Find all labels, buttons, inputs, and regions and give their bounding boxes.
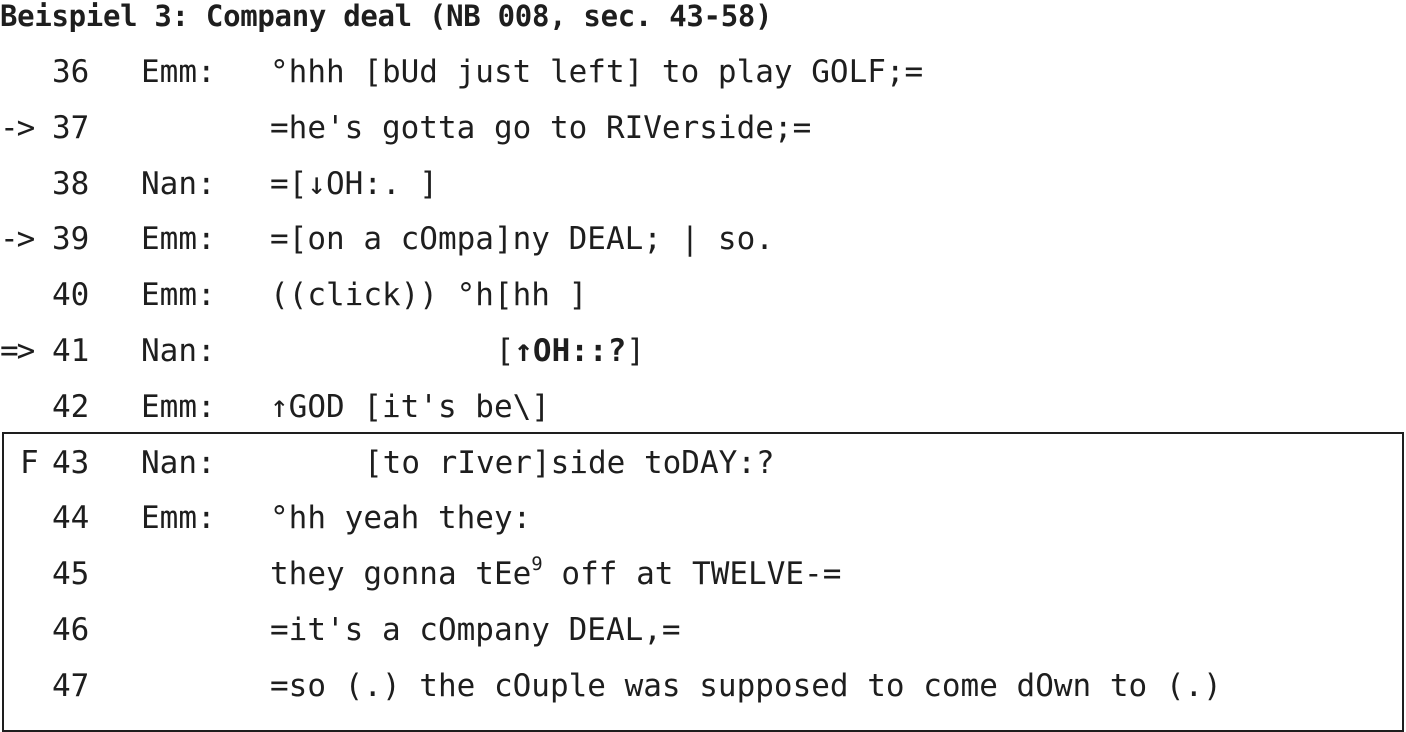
speaker-label: Emm: — [141, 500, 216, 537]
line-number: 44 — [52, 500, 90, 537]
line-number: 46 — [52, 612, 90, 648]
line-number: 40 — [52, 277, 90, 314]
focus-marker: F — [20, 444, 39, 481]
utterance-segment: °hh yeah they: — [270, 500, 532, 537]
speaker-label: Emm: — [141, 388, 216, 425]
utterance-text: =[↓OH:. ] — [270, 156, 438, 212]
utterance-text: =it's a cOmpany DEAL,= — [270, 602, 681, 658]
utterance-segment: [ — [495, 333, 515, 369]
speaker-label: Emm: — [141, 277, 216, 314]
utterance-segment: ] — [626, 333, 645, 369]
line-number: 42 — [52, 388, 90, 425]
line-number: 45 — [52, 556, 90, 593]
line-number: 36 — [52, 54, 90, 90]
transcript-line: 45 they gonna tEe9 off at TWELVE-= — [0, 546, 1406, 602]
arrow-marker: -> — [0, 221, 35, 258]
transcript-line: => 41 Nan: [↑OH::?] — [0, 323, 1406, 379]
transcript-line: 40 Emm: ((click)) °h[hh ] — [0, 267, 1406, 323]
line-number: 37 — [52, 109, 90, 146]
utterance-segment: =he's gotta go to RIVerside;= — [270, 109, 812, 146]
utterance-text: =so (.) the cOuple was supposed to come … — [270, 658, 1222, 714]
speaker-label: Emm: — [141, 54, 216, 90]
utterance-segment: =[on a cOmpa]ny DEAL; | so. — [270, 221, 774, 258]
transcript-line: -> 37 =he's gotta go to RIVerside;= — [0, 100, 1406, 156]
line-number: 47 — [52, 667, 90, 704]
utterance-segment: ↑OH::? — [514, 333, 627, 369]
transcript-line: 44 Emm: °hh yeah they: — [0, 490, 1406, 546]
utterance-text: °hhh [bUd just left] to play GOLF;= — [270, 44, 923, 100]
utterance-segment: they gonna tEe — [270, 556, 532, 593]
transcript-line: -> 39 Emm: =[on a cOmpa]ny DEAL; | so. — [0, 211, 1406, 267]
arrow-marker: -> — [0, 109, 35, 146]
utterance-text: ((click)) °h[hh ] — [270, 267, 587, 323]
utterance-text: ↑GOD [it's be\] — [270, 379, 550, 435]
utterance-text: =he's gotta go to RIVerside;= — [270, 100, 811, 156]
utterance-segment: °hhh [bUd just left] to play GOLF;= — [270, 54, 924, 90]
speaker-label: Nan: — [141, 333, 216, 369]
transcript-line: 36 Emm: °hhh [bUd just left] to play GOLF;… — [0, 44, 1406, 100]
utterance-segment: =so (.) the cOuple was supposed to come … — [270, 667, 1222, 704]
utterance-text: [to rIver]side toDAY:? — [364, 435, 775, 491]
speaker-label: Emm: — [141, 221, 216, 258]
utterance-segment: [to rIver]side toDAY:? — [364, 444, 775, 481]
line-number: 43 — [52, 444, 90, 481]
line-number: 41 — [52, 333, 90, 369]
line-number: 38 — [52, 165, 90, 202]
utterance-text: =[on a cOmpa]ny DEAL; | so. — [270, 211, 774, 267]
arrow-marker: => — [0, 333, 35, 369]
footnote-ref: 9 — [531, 553, 543, 576]
example-title: Beispiel 3: Company deal (NB 008, sec. 4… — [0, 0, 773, 33]
utterance-text: they gonna tEe9 off at TWELVE-= — [270, 546, 841, 602]
transcript-line: 47 =so (.) the cOuple was supposed to com… — [0, 658, 1406, 714]
line-number: 39 — [52, 221, 90, 258]
transcript-line: 38 Nan: =[↓OH:. ] — [0, 156, 1406, 212]
utterance-segment: off at TWELVE-= — [542, 556, 842, 593]
speaker-label: Nan: — [141, 165, 216, 202]
utterance-segment: ((click)) °h[hh ] — [270, 277, 588, 314]
utterance-segment: ↑GOD [it's be\] — [270, 388, 550, 425]
utterance-segment: =it's a cOmpany DEAL,= — [270, 612, 681, 648]
utterance-text: °hh yeah they: — [270, 490, 531, 546]
speaker-label: Nan: — [141, 444, 216, 481]
utterance-text: [↑OH::?] — [496, 323, 645, 379]
transcript-line: F 43 Nan: [to rIver]side toDAY:? — [0, 435, 1406, 491]
transcript-line: 42 Emm: ↑GOD [it's be\] — [0, 379, 1406, 435]
transcript-line: 46 =it's a cOmpany DEAL,= — [0, 602, 1406, 658]
utterance-segment: =[↓OH:. ] — [270, 165, 438, 202]
